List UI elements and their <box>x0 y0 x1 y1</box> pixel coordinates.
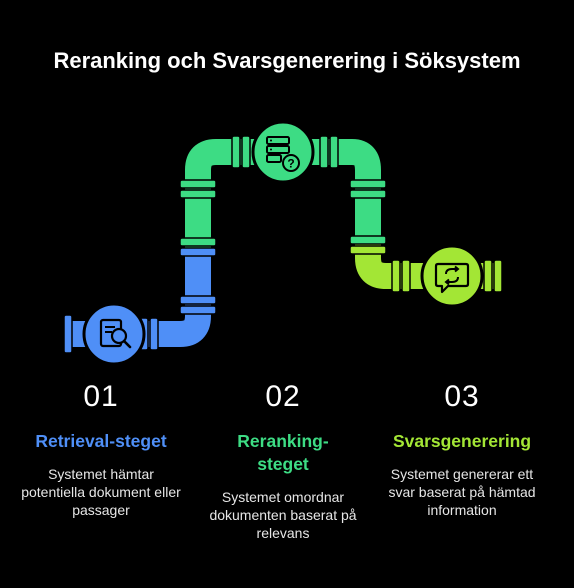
step-answer-generation: 03 Svarsgenerering Systemet genererar et… <box>377 380 547 519</box>
step-reranking: 02 Reranking-steget Systemet omordnar do… <box>198 380 368 542</box>
diagram-title: Reranking och Svarsgenerering i Söksyste… <box>53 48 521 73</box>
step-description: Systemet genererar ett svar baserat på h… <box>388 466 536 518</box>
step-number: 03 <box>444 380 480 413</box>
step-number: 01 <box>83 380 119 413</box>
document-search-icon <box>82 302 146 366</box>
step-heading: Svarsgenerering <box>392 431 532 451</box>
step-heading: Reranking-steget <box>237 431 329 474</box>
chat-refresh-icon <box>420 244 484 308</box>
server-question-icon: ? <box>251 120 315 184</box>
step-description: Systemet hämtar potentiella dokument ell… <box>21 466 181 518</box>
step-description: Systemet omordnar dokumenten baserat på … <box>209 489 357 541</box>
step-retrieval: 01 Retrieval-steget Systemet hämtar pote… <box>16 380 186 519</box>
svg-text:?: ? <box>287 157 294 171</box>
step-heading: Retrieval-steget <box>35 431 167 451</box>
pipe-blue <box>63 240 217 354</box>
pipe-lime <box>349 235 503 293</box>
step-number: 02 <box>265 380 301 413</box>
